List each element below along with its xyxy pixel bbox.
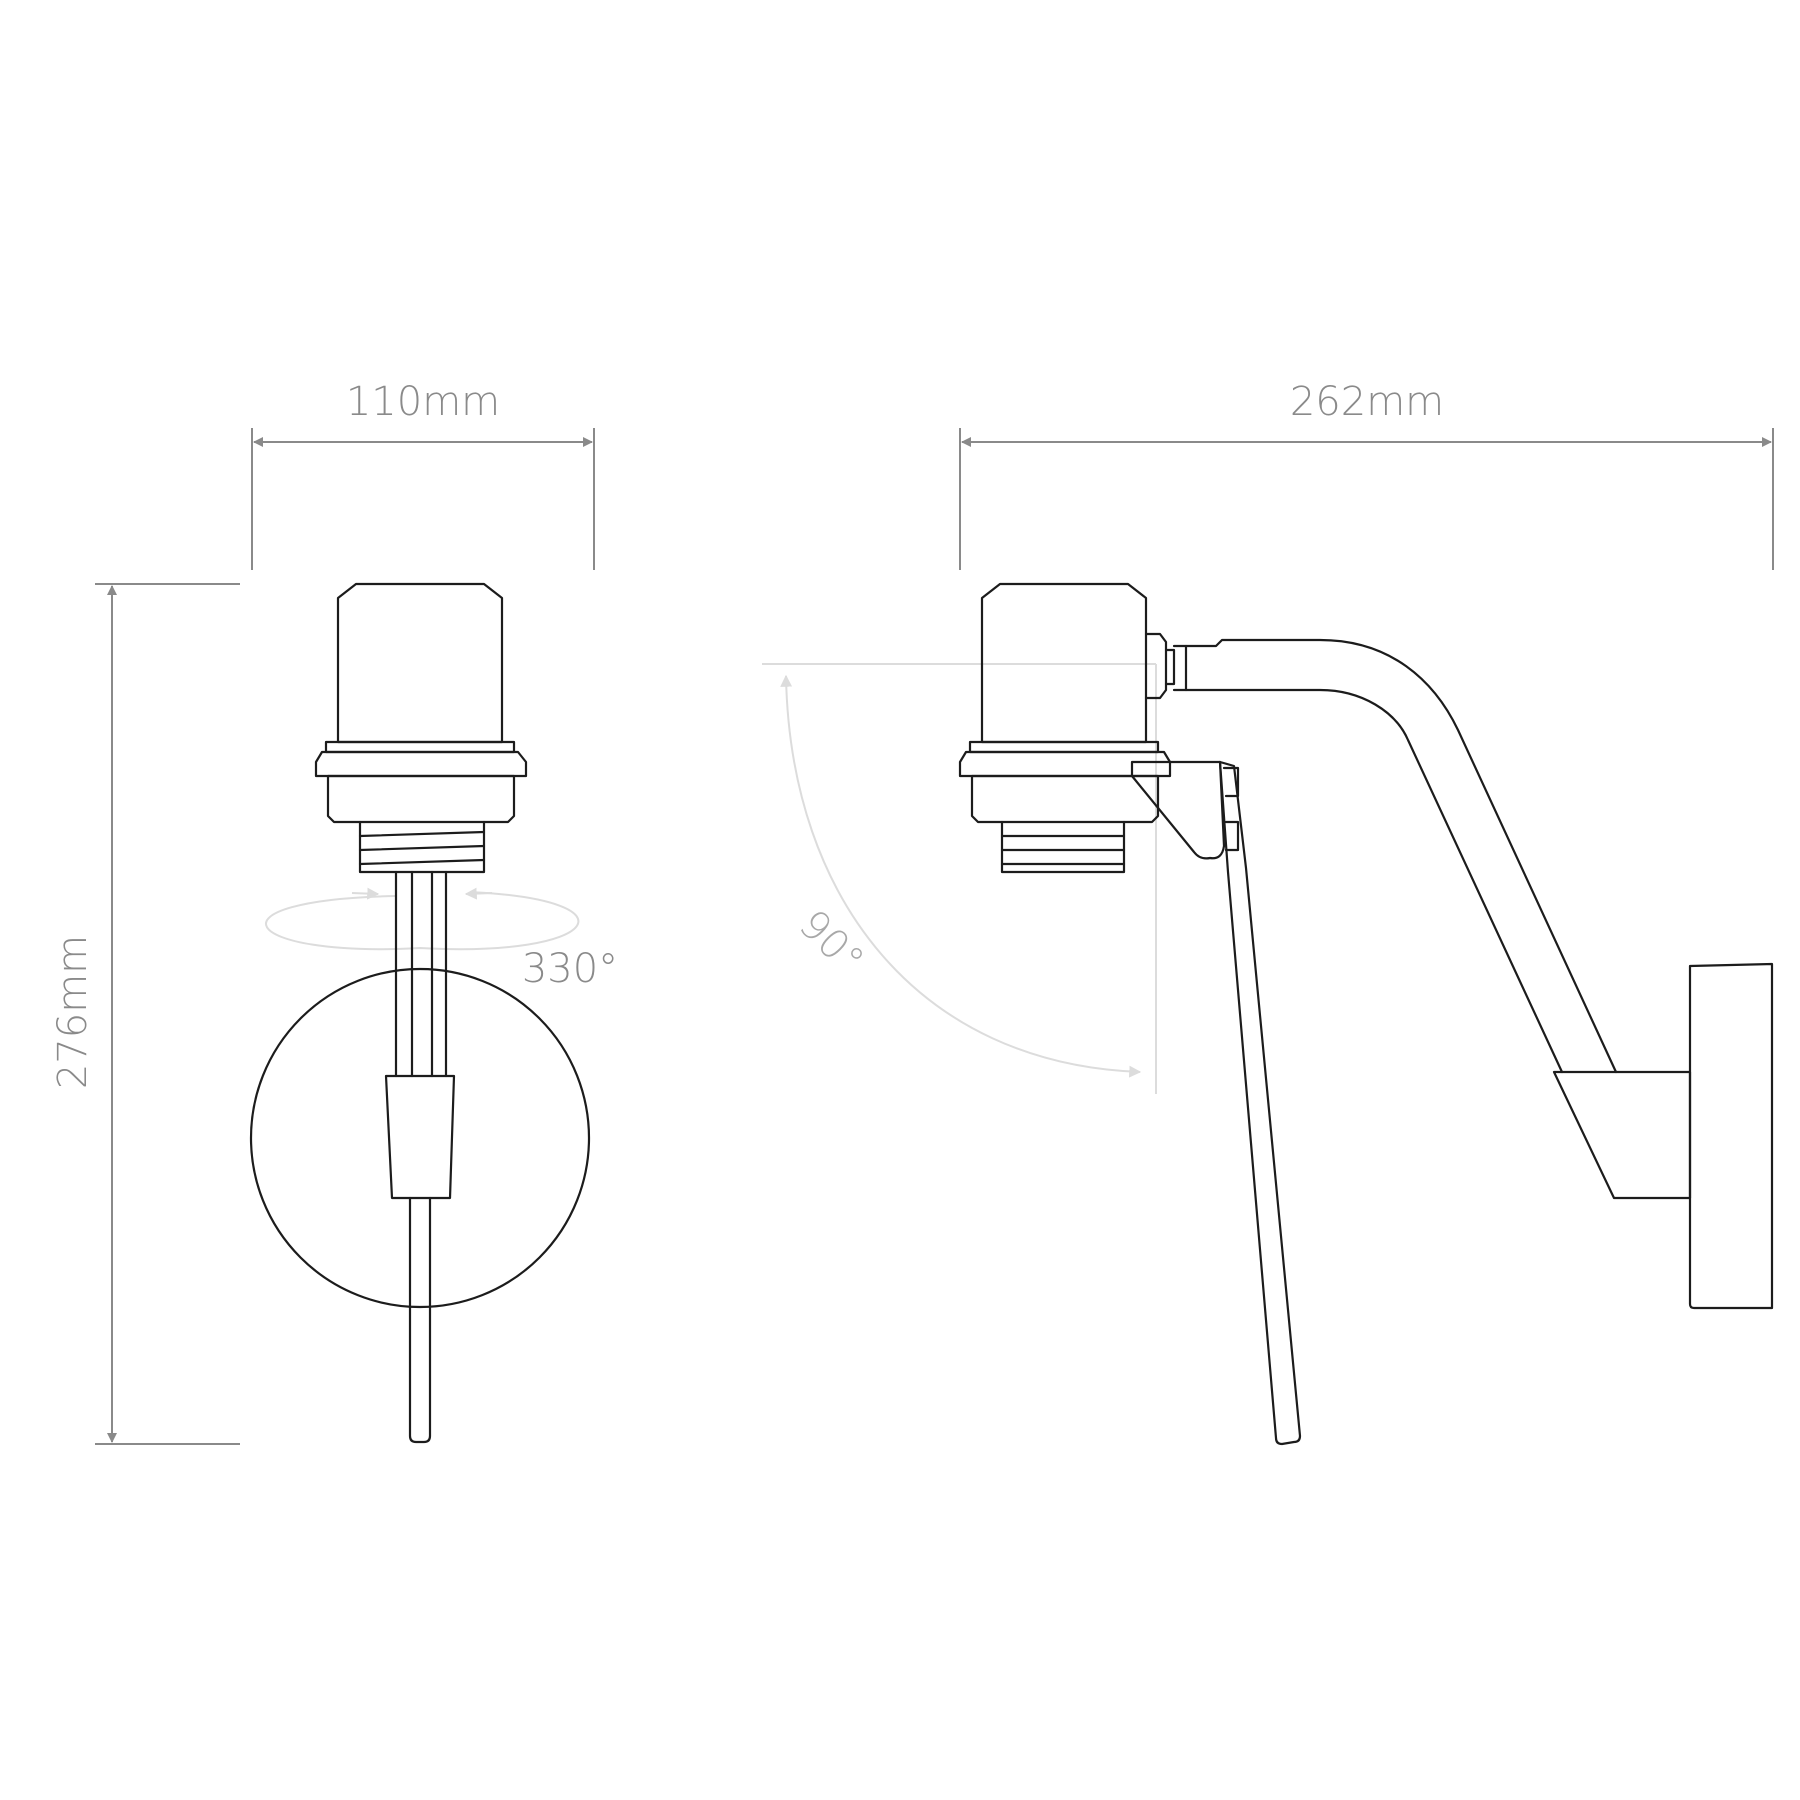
lamp-holder-collar [324,740,516,754]
hinge-bracket [1130,760,1226,860]
rotation-angle-label: 330° [522,946,618,992]
arm-mount-block [1552,1070,1692,1200]
tilt-indicator: 90° [762,663,1157,1094]
dimension-width-side: 262mm [959,379,1774,570]
dimension-height: 276mm [50,583,240,1445]
height-label: 276mm [50,935,96,1089]
tilt-angle-label: 90° [790,901,873,984]
wall-back-plate [1688,962,1774,1310]
power-cord-front [408,1196,432,1444]
side-lamp-holder-collar [968,740,1160,754]
swivel-knuckle [1144,632,1168,700]
power-cord-side [1218,760,1302,1446]
curved-arm [1184,638,1618,1074]
lamp-holder-cap [336,582,504,744]
side-lamp-holder-thread [1000,820,1126,874]
hinge-bolt-lower [1224,820,1240,852]
hinge-bolt-upper [1222,766,1240,798]
width-side-label: 262mm [1290,379,1444,425]
cable-clamp [384,1074,456,1200]
dimension-width-front: 110mm [251,379,595,570]
stem-rods [394,870,448,1078]
front-view: 330° [249,582,618,1444]
side-view: 90° [762,582,1774,1446]
rotation-indicator: 330° [265,887,618,992]
wall-plate-disc [249,967,591,1309]
width-front-label: 110mm [346,379,500,425]
